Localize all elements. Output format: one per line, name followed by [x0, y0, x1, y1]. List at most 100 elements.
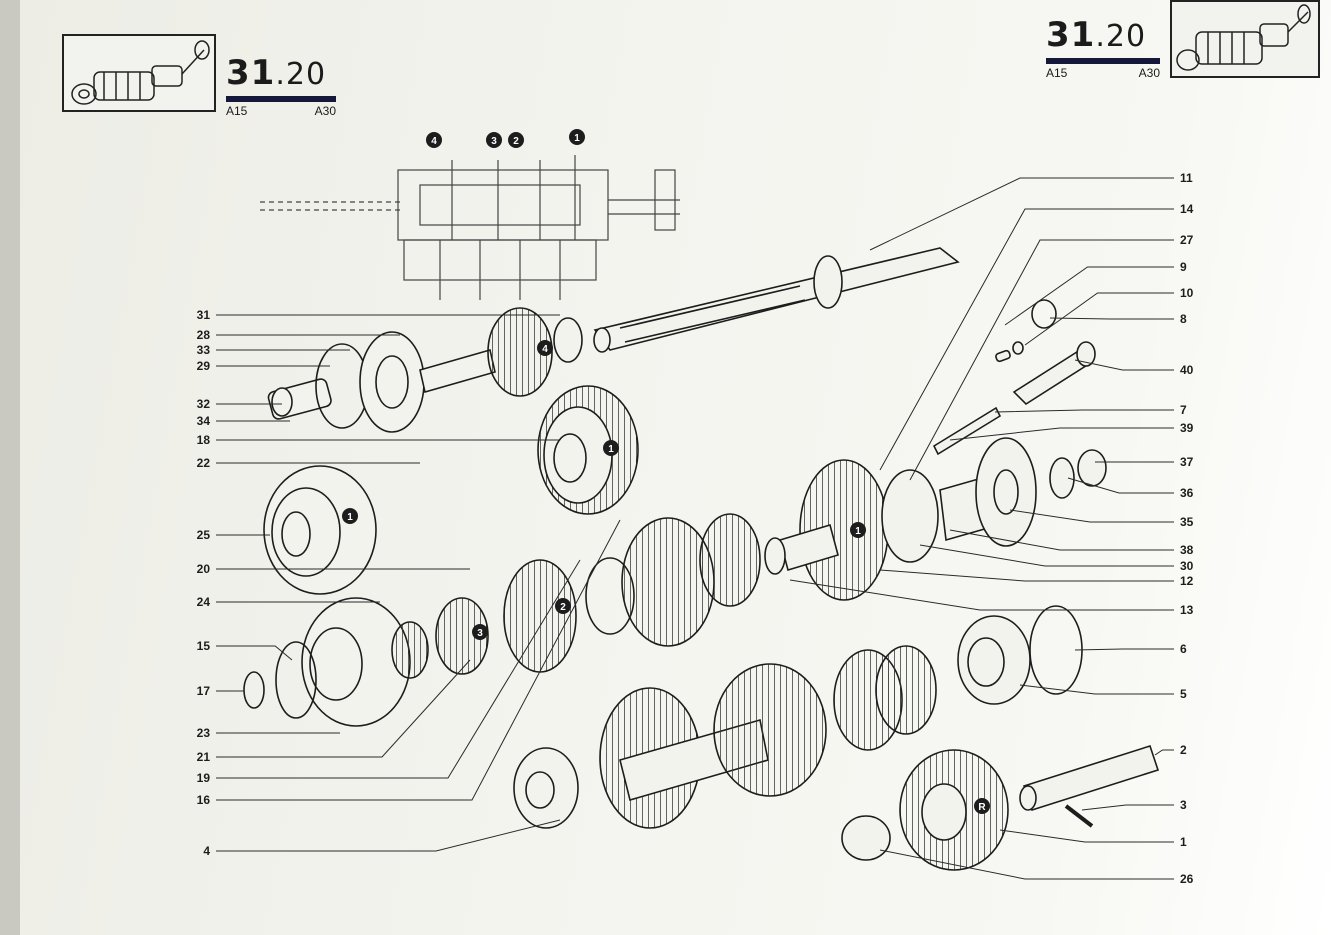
- section-bar: [226, 96, 336, 102]
- section-major: 31: [226, 53, 276, 93]
- callout-right-40: 40: [1180, 363, 1194, 377]
- callout-right-1: 1: [1180, 835, 1187, 849]
- callout-left-24: 24: [197, 595, 211, 609]
- leader-line: [216, 659, 471, 758]
- section-bar: [1046, 58, 1160, 64]
- leader-line: [949, 427, 1174, 441]
- overview-marker-2: 2: [513, 136, 519, 147]
- leader-line: [1049, 317, 1174, 320]
- part-marker: R: [978, 802, 986, 813]
- callout-right-3: 3: [1180, 798, 1187, 812]
- callout-left-21: 21: [197, 750, 211, 764]
- thumbnail-shaft-image: [71, 40, 210, 105]
- leader-line: [1019, 684, 1174, 695]
- model-b: A30: [1138, 66, 1160, 80]
- section-badge-left: 31.20 A15 A30: [226, 56, 336, 118]
- callout-right-9: 9: [1180, 260, 1187, 274]
- leader-line: [1081, 804, 1174, 811]
- callout-right-12: 12: [1180, 574, 1194, 588]
- part-markers: 4 1 1 3 2 1 R: [342, 340, 990, 814]
- leader-line: [994, 409, 1174, 413]
- part-marker: 2: [560, 602, 566, 613]
- primary-gear-assembly: [267, 307, 583, 433]
- overview-marker-4: 4: [431, 136, 437, 147]
- callout-left-34: 34: [197, 414, 211, 428]
- gear-group-central: [435, 513, 761, 675]
- leader-line: [216, 559, 581, 779]
- leader-line: [949, 529, 1174, 551]
- callout-left-32: 32: [197, 397, 211, 411]
- callout-right-35: 35: [1180, 515, 1194, 529]
- callout-left-4: 4: [203, 844, 210, 858]
- leader-line: [879, 849, 1174, 880]
- leader-line: [909, 239, 1174, 481]
- synchro-sleeve-25: [263, 465, 377, 595]
- callout-right-11: 11: [1180, 171, 1193, 185]
- callout-left-17: 17: [197, 684, 211, 698]
- callout-right-8: 8: [1180, 312, 1187, 326]
- overview-section-drawing: [260, 155, 680, 300]
- callout-left-19: 19: [197, 771, 211, 785]
- overview-markers: 4 3 2 1: [426, 129, 585, 148]
- callout-left-28: 28: [197, 328, 211, 342]
- leader-line: [869, 177, 1174, 251]
- leader-line: [789, 579, 1174, 611]
- callout-left-22: 22: [197, 456, 211, 470]
- leader-line: [216, 819, 561, 852]
- leader-line: [216, 519, 621, 801]
- callout-right-27: 27: [1180, 233, 1194, 247]
- speedometer-drive-40: [932, 299, 1096, 456]
- leader-line: [999, 829, 1174, 843]
- main-shaft: [593, 247, 960, 353]
- leader-line: [919, 544, 1174, 567]
- thumbnail-shaft-image: [1176, 4, 1311, 71]
- synchro-hub-18: [537, 385, 639, 515]
- callout-right-14: 14: [1180, 202, 1194, 216]
- callout-left-16: 16: [197, 793, 211, 807]
- leader-line: [879, 208, 1174, 471]
- leader-line: [879, 569, 1174, 582]
- callout-left-33: 33: [197, 343, 211, 357]
- layshaft-cluster: [513, 645, 937, 829]
- model-a: A15: [1046, 66, 1068, 80]
- callout-right-10: 10: [1180, 286, 1194, 300]
- callout-right-5: 5: [1180, 687, 1187, 701]
- leader-line: [1009, 509, 1174, 523]
- output-gear-assembly: [764, 437, 1037, 601]
- callout-left-25: 25: [197, 528, 211, 542]
- reverse-idler-assembly: [841, 744, 1160, 871]
- leader-lines: [216, 177, 1174, 880]
- callout-right-26: 26: [1180, 872, 1194, 886]
- callout-left-29: 29: [197, 359, 211, 373]
- section-badge-right: 31.20 A15 A30: [1046, 18, 1160, 80]
- callout-left-23: 23: [197, 726, 211, 740]
- callout-left-31: 31: [197, 308, 211, 322]
- leader-line: [1074, 359, 1174, 371]
- callout-right-36: 36: [1180, 486, 1194, 500]
- callout-right-37: 37: [1180, 455, 1194, 469]
- overview-marker-3: 3: [491, 136, 497, 147]
- overview-marker-1: 1: [574, 133, 580, 144]
- leader-line: [1004, 266, 1174, 326]
- callout-left-20: 20: [197, 562, 211, 576]
- synchro-assembly-24: [243, 597, 429, 727]
- section-minor: .20: [275, 57, 327, 92]
- callout-right-7: 7: [1180, 403, 1187, 417]
- leader-line: [216, 645, 293, 661]
- leader-line: [1154, 749, 1174, 756]
- callout-right-13: 13: [1180, 603, 1194, 617]
- assembly-thumbnail-left: [62, 34, 216, 112]
- nut-washer-37-36: [1049, 449, 1107, 499]
- part-marker: 1: [855, 526, 861, 537]
- leader-line: [1074, 648, 1174, 651]
- leader-line: [1067, 477, 1174, 494]
- callout-right-39: 39: [1180, 421, 1194, 435]
- callout-left-18: 18: [197, 433, 211, 447]
- model-a: A15: [226, 104, 248, 118]
- part-marker: 1: [608, 444, 614, 455]
- section-minor: .20: [1095, 19, 1147, 54]
- section-major: 31: [1046, 15, 1096, 55]
- leader-line: [1024, 292, 1174, 346]
